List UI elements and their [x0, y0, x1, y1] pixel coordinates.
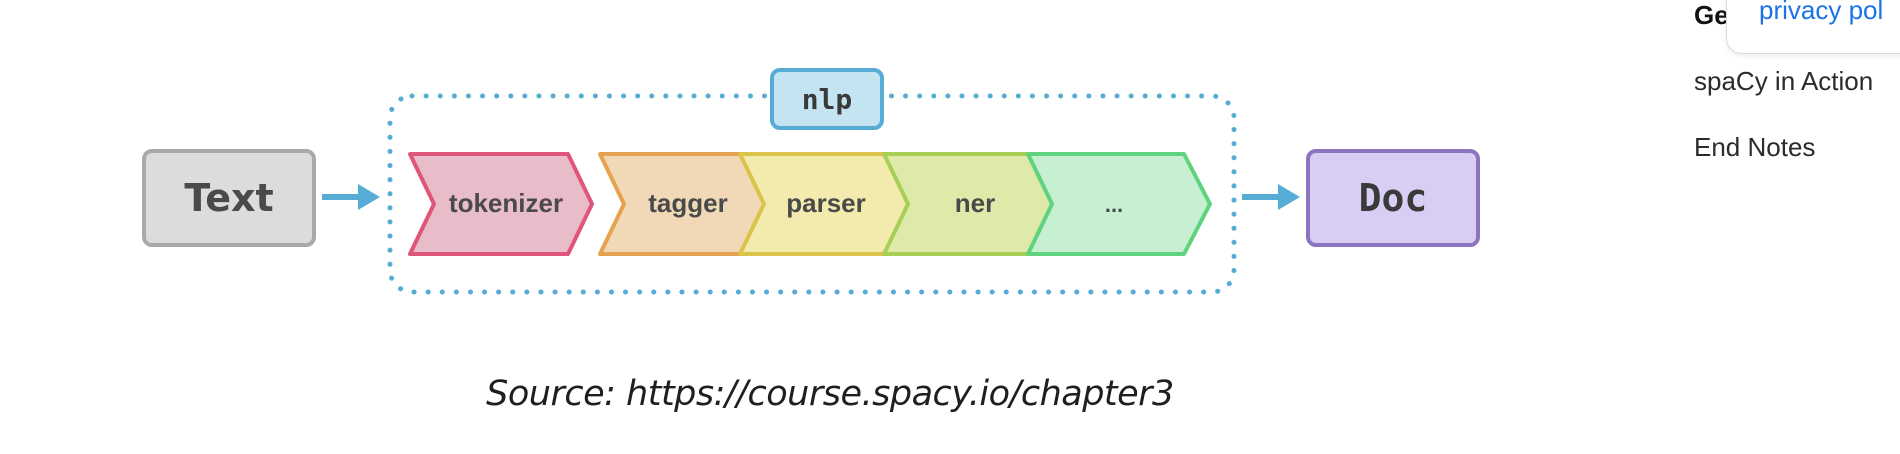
output-doc-box	[1306, 149, 1480, 247]
stage-tokenizer-shape	[408, 152, 594, 256]
nlp-label-box	[770, 68, 884, 130]
input-text-box	[142, 149, 316, 247]
stage-ner-label: ner	[955, 188, 995, 218]
output-doc-label: Doc	[1359, 176, 1428, 220]
figure-caption: Source: https://course.spacy.io/chapter3	[486, 374, 1174, 414]
stage-tagger-label: tagger	[648, 188, 727, 218]
nlp-container-border	[387, 93, 1237, 295]
toc-item-end-notes[interactable]: End Notes	[1694, 132, 1816, 162]
privacy-policy-link[interactable]: privacy pol	[1759, 0, 1884, 25]
stage-tokenizer-label: tokenizer	[449, 188, 563, 218]
privacy-popup: privacy pol	[1726, 0, 1900, 54]
toc-item-spacy-in-action[interactable]: spaCy in Action	[1694, 66, 1874, 96]
output-arrow-icon	[1242, 184, 1300, 210]
table-of-contents: Ge spaCy in Action End Notes	[1694, 0, 1900, 454]
input-text-label: Text	[184, 176, 273, 220]
nlp-label: nlp	[802, 83, 853, 116]
stage-parser-label: parser	[786, 188, 866, 218]
spacy-pipeline-figure: nlp Text tokenizer tagger parser ner .	[142, 68, 1480, 414]
stage-ellipsis-shape	[1026, 152, 1212, 256]
pipeline-stages: tokenizer tagger parser ner ...	[408, 152, 1212, 256]
pipeline-diagram: nlp Text tokenizer tagger parser ner .	[142, 68, 1480, 295]
toc-item-active[interactable]: Ge	[1694, 0, 1729, 30]
input-arrow-icon	[322, 184, 380, 210]
stage-ellipsis-label: ...	[1105, 192, 1123, 217]
